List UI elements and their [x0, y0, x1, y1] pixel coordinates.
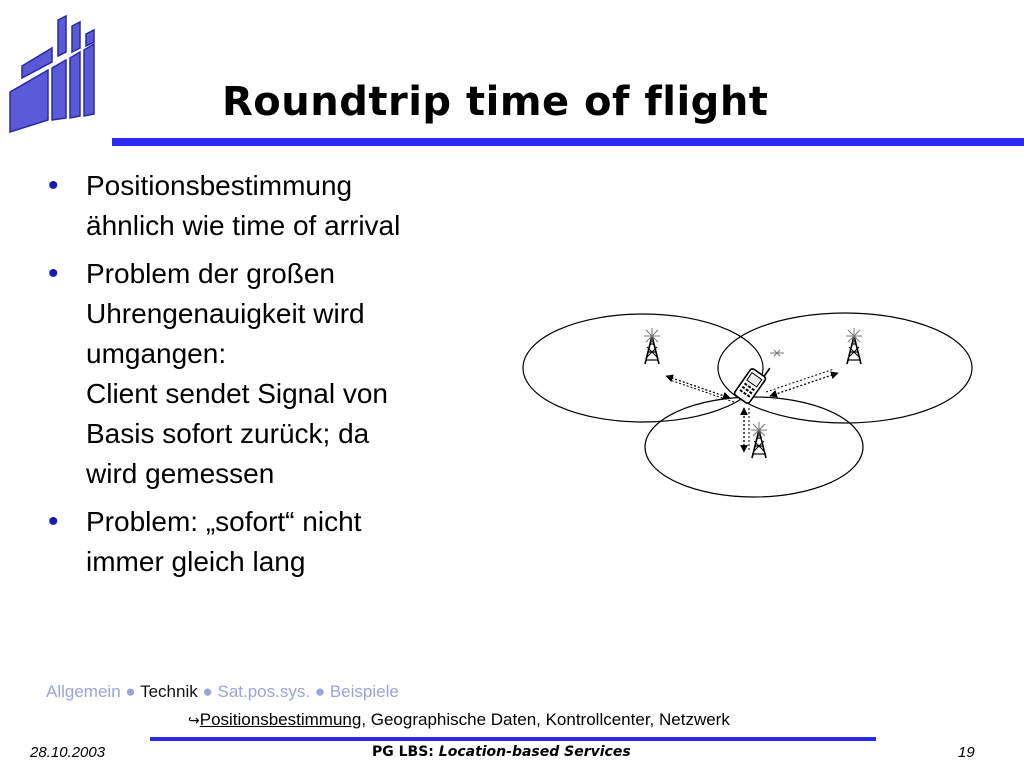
- bullet-dot-icon: •: [48, 169, 59, 202]
- nav-item-allgemein[interactable]: Allgemein: [46, 682, 121, 701]
- nav-separator-icon: ●: [202, 682, 213, 701]
- footer-rule: [150, 737, 876, 741]
- footer-title-bold: PG LBS:: [372, 744, 434, 760]
- bullet-item: • Positionsbestimmung ähnlich wie time o…: [48, 166, 488, 246]
- mobile-phone-icon: [733, 367, 771, 404]
- page-number: 19: [958, 744, 975, 761]
- section-nav: Allgemein ● Technik ● Sat.pos.sys. ● Bei…: [46, 682, 399, 702]
- subnav-item-positionsbestimmung[interactable]: Positionsbestimmung: [199, 710, 362, 729]
- footer-title-italic: Location-based Services: [438, 744, 631, 760]
- return-arrow-icon: ↪: [188, 712, 200, 728]
- signal-burst-icon: [770, 349, 784, 357]
- radio-tower-icon: [845, 327, 863, 365]
- nav-item-technik[interactable]: Technik: [140, 682, 198, 701]
- signal-arrow-left: [669, 379, 735, 403]
- footer-date: 28.10.2003: [30, 744, 106, 761]
- signal-arrow-right: [769, 371, 839, 398]
- roundtrip-diagram: [522, 312, 973, 498]
- coverage-circle-right: [717, 312, 973, 424]
- bullet-text: Positionsbestimmung ähnlich wie time of …: [86, 170, 401, 241]
- nav-item-sat-pos-sys[interactable]: Sat.pos.sys.: [217, 682, 311, 701]
- bullet-item: • Problem: „sofort“ nicht immer gleich l…: [48, 502, 488, 582]
- bullet-text: Problem der großen Uhrengenauigkeit wird…: [86, 258, 388, 489]
- subsection-nav: ↪Positionsbestimmung, Geographische Date…: [188, 710, 730, 730]
- bullet-dot-icon: •: [48, 257, 59, 290]
- bullet-text: Problem: „sofort“ nicht immer gleich lan…: [86, 506, 362, 577]
- subnav-item-rest: , Geographische Daten, Kontrollcenter, N…: [361, 710, 730, 729]
- footer-title: PG LBS: Location-based Services: [372, 744, 631, 760]
- bullet-dot-icon: •: [48, 505, 59, 538]
- nav-separator-icon: ●: [314, 682, 326, 701]
- coverage-circle-left: [522, 313, 764, 423]
- nav-item-beispiele[interactable]: Beispiele: [329, 682, 399, 701]
- bullet-list: • Positionsbestimmung ähnlich wie time o…: [48, 166, 488, 590]
- nav-separator-icon: ●: [125, 682, 136, 701]
- slide-title: Roundtrip time of flight: [222, 79, 769, 125]
- title-rule: [112, 138, 1024, 146]
- bullet-item: • Problem der großen Uhrengenauigkeit wi…: [48, 254, 488, 494]
- signal-arrow-right: [765, 368, 835, 393]
- radio-tower-icon: [750, 421, 768, 459]
- university-logo-icon: [9, 14, 95, 134]
- signal-arrow-left: [665, 374, 731, 400]
- radio-tower-icon: [643, 327, 661, 365]
